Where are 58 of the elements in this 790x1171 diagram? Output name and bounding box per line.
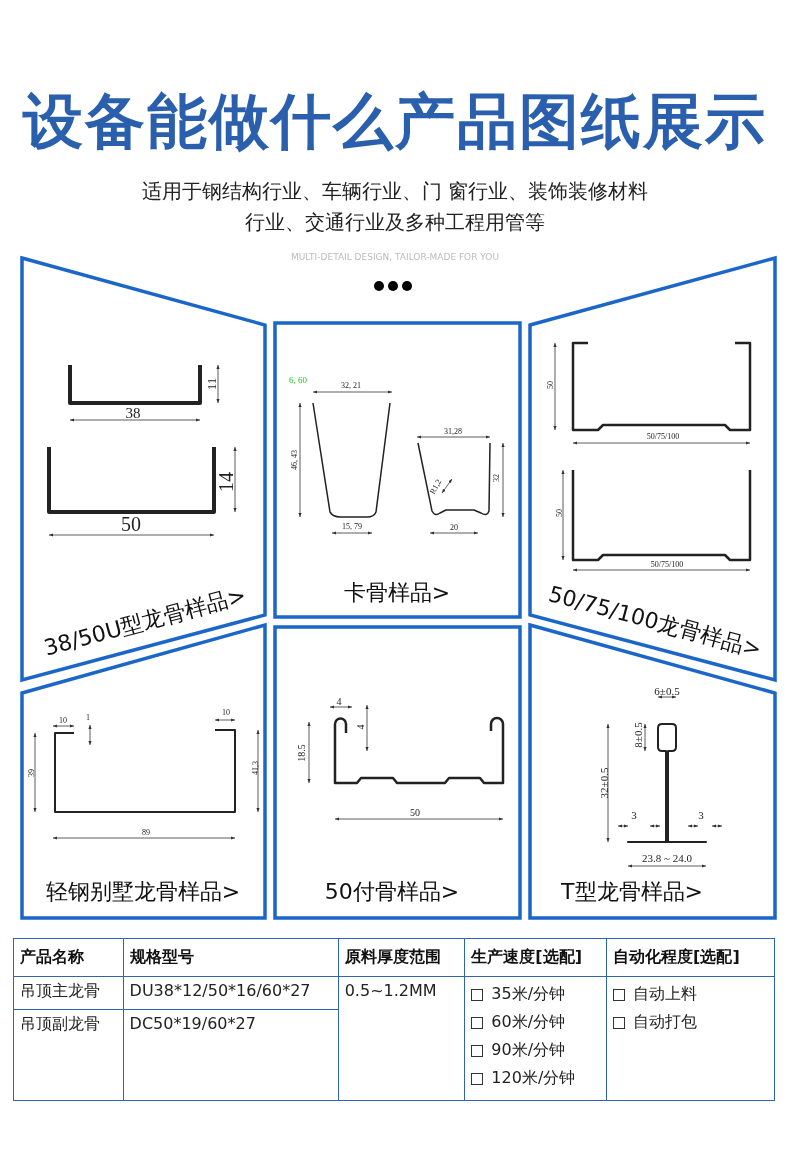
dimension-label: 38 <box>125 405 141 421</box>
table-header-cell: 规格型号 <box>123 938 339 977</box>
table-header-cell: 产品名称 <box>13 938 124 977</box>
option-text: 自动打包 <box>633 1012 698 1031</box>
table-header-cell: 原料厚度范围 <box>338 938 465 977</box>
dimension-label: 32 <box>493 474 501 482</box>
tagline: MULTI-DETAIL DESIGN, TAILOR-MADE FOR YOU <box>290 252 500 262</box>
table-header-cell: 自动化程度[选配] <box>606 938 775 977</box>
dimension-label: 10 <box>59 717 67 725</box>
panel-caption: 卡骨样品> <box>343 582 451 604</box>
panel-caption: T型龙骨样品> <box>561 881 703 903</box>
dimension-label: 11 <box>204 377 218 391</box>
table-cell: 吊顶主龙骨 <box>13 976 124 1010</box>
option-text: 120米/分钟 <box>491 1068 576 1087</box>
panel-caption: 38/50U型龙骨样品> <box>41 584 249 660</box>
dimension-label: 23.8 ~ 24.0 <box>642 852 692 864</box>
dimension-label: 3 <box>631 809 637 821</box>
sample-panel <box>22 258 265 680</box>
option-text: 90米/分钟 <box>491 1040 566 1059</box>
dimension-label: 32±0.5 <box>598 767 610 799</box>
dimension-label: 4 <box>336 697 342 707</box>
dimension-label: 20 <box>450 524 458 532</box>
dimension-label: 6, 60 <box>289 375 307 385</box>
dimension-label: 50 <box>410 808 420 818</box>
table-cell: DU38*12/50*16/60*27 <box>123 976 339 1010</box>
dimension-label: 4 <box>356 724 366 730</box>
dimension-label: 50 <box>556 509 564 517</box>
dimension-label: 50/75/100 <box>650 561 684 569</box>
option-text: 自动上料 <box>633 984 698 1003</box>
option-text: 60米/分钟 <box>491 1012 566 1031</box>
dimension-label: 32, 21 <box>341 382 361 390</box>
table-cell: 吊顶副龙骨 <box>13 1009 124 1101</box>
dimension-label: 89 <box>142 829 150 837</box>
dimension-label: 39 <box>28 769 36 777</box>
subtitle: 适用于钢结构行业、车辆行业、门 窗行业、装饰装修材料行业、交通行业及多种工程用管等 <box>140 178 650 236</box>
dimension-label: 15, 79 <box>342 523 362 531</box>
option-text: 35米/分钟 <box>491 984 566 1003</box>
dimension-label: 50/75/100 <box>646 433 680 441</box>
dimension-label: 1 <box>86 714 90 722</box>
sample-panel <box>275 323 520 617</box>
dimension-label: 41,3 <box>252 761 260 775</box>
title: 设备能做什么产品图纸展示 <box>21 88 768 154</box>
dimension-label: 14 <box>216 472 236 492</box>
dimension-label: 50 <box>121 514 141 534</box>
sample-panel <box>530 258 775 680</box>
dimension-label: 18.5 <box>297 744 307 762</box>
table-cell: 0.5~1.2MM <box>338 976 465 1101</box>
dimension-label: 46, 43 <box>291 450 299 470</box>
dimension-label: 3 <box>698 809 704 821</box>
sample-panel <box>275 627 520 918</box>
dimension-label: 50 <box>547 381 555 389</box>
dimension-label: 10 <box>222 709 230 717</box>
panel-caption: 轻钢别墅龙骨样品> <box>45 881 241 903</box>
dimension-label: 31,28 <box>444 428 462 436</box>
table-header-cell: 生产速度[选配] <box>464 938 607 977</box>
panel-caption: 50付骨样品> <box>324 881 460 903</box>
dimension-label: 6±0.5 <box>654 685 680 697</box>
dimension-label: 8±0.5 <box>632 722 644 748</box>
